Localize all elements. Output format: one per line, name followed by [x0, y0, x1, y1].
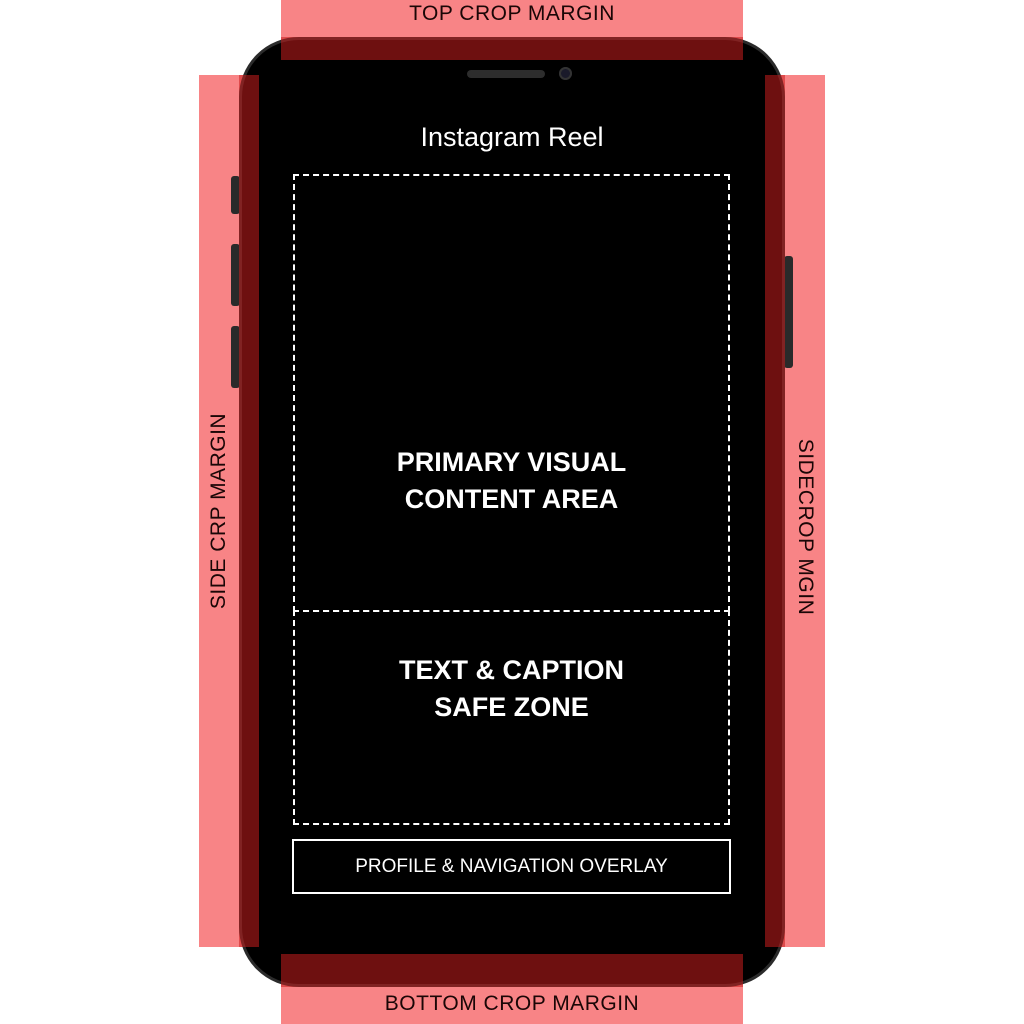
bottom-margin-label: BOTTOM CROP MARGIN: [384, 992, 640, 1015]
profile-navigation-overlay: PROFILE & NAVIGATION OVERLAY: [292, 839, 731, 894]
primary-zone-line-2: CONTENT AREA: [404, 484, 619, 514]
top-margin-overlay: [281, 37, 743, 60]
phone-side-button: [231, 244, 240, 306]
primary-zone-label: PRIMARY VISUAL CONTENT AREA: [295, 444, 728, 518]
text-zone-line-2: SAFE ZONE: [434, 692, 589, 722]
right-margin-overlay: [765, 75, 785, 947]
front-camera-icon: [559, 67, 572, 80]
reel-title: Instagram Reel: [420, 122, 604, 152]
phone-frame: [239, 37, 785, 987]
phone-power-button: [784, 256, 793, 368]
phone-side-button: [231, 326, 240, 388]
text-zone-label: TEXT & CAPTION SAFE ZONE: [295, 652, 728, 726]
bottom-margin-overlay: [281, 954, 743, 987]
profile-overlay-label: PROFILE & NAVIGATION OVERLAY: [355, 855, 668, 877]
right-margin-label: SIDECROP MGIN: [794, 438, 817, 616]
primary-visual-zone: PRIMARY VISUAL CONTENT AREA: [293, 174, 730, 612]
primary-zone-line-1: PRIMARY VISUAL: [396, 447, 627, 477]
text-caption-safe-zone: TEXT & CAPTION SAFE ZONE: [293, 610, 730, 825]
left-margin-label: SIDE CRP MARGIN: [207, 412, 230, 610]
top-margin-label: TOP CROP MARGIN: [409, 2, 615, 25]
left-margin-overlay: [239, 75, 259, 947]
text-zone-line-1: TEXT & CAPTION: [398, 655, 624, 685]
phone-side-button: [231, 176, 240, 214]
speaker-grille: [467, 70, 545, 78]
